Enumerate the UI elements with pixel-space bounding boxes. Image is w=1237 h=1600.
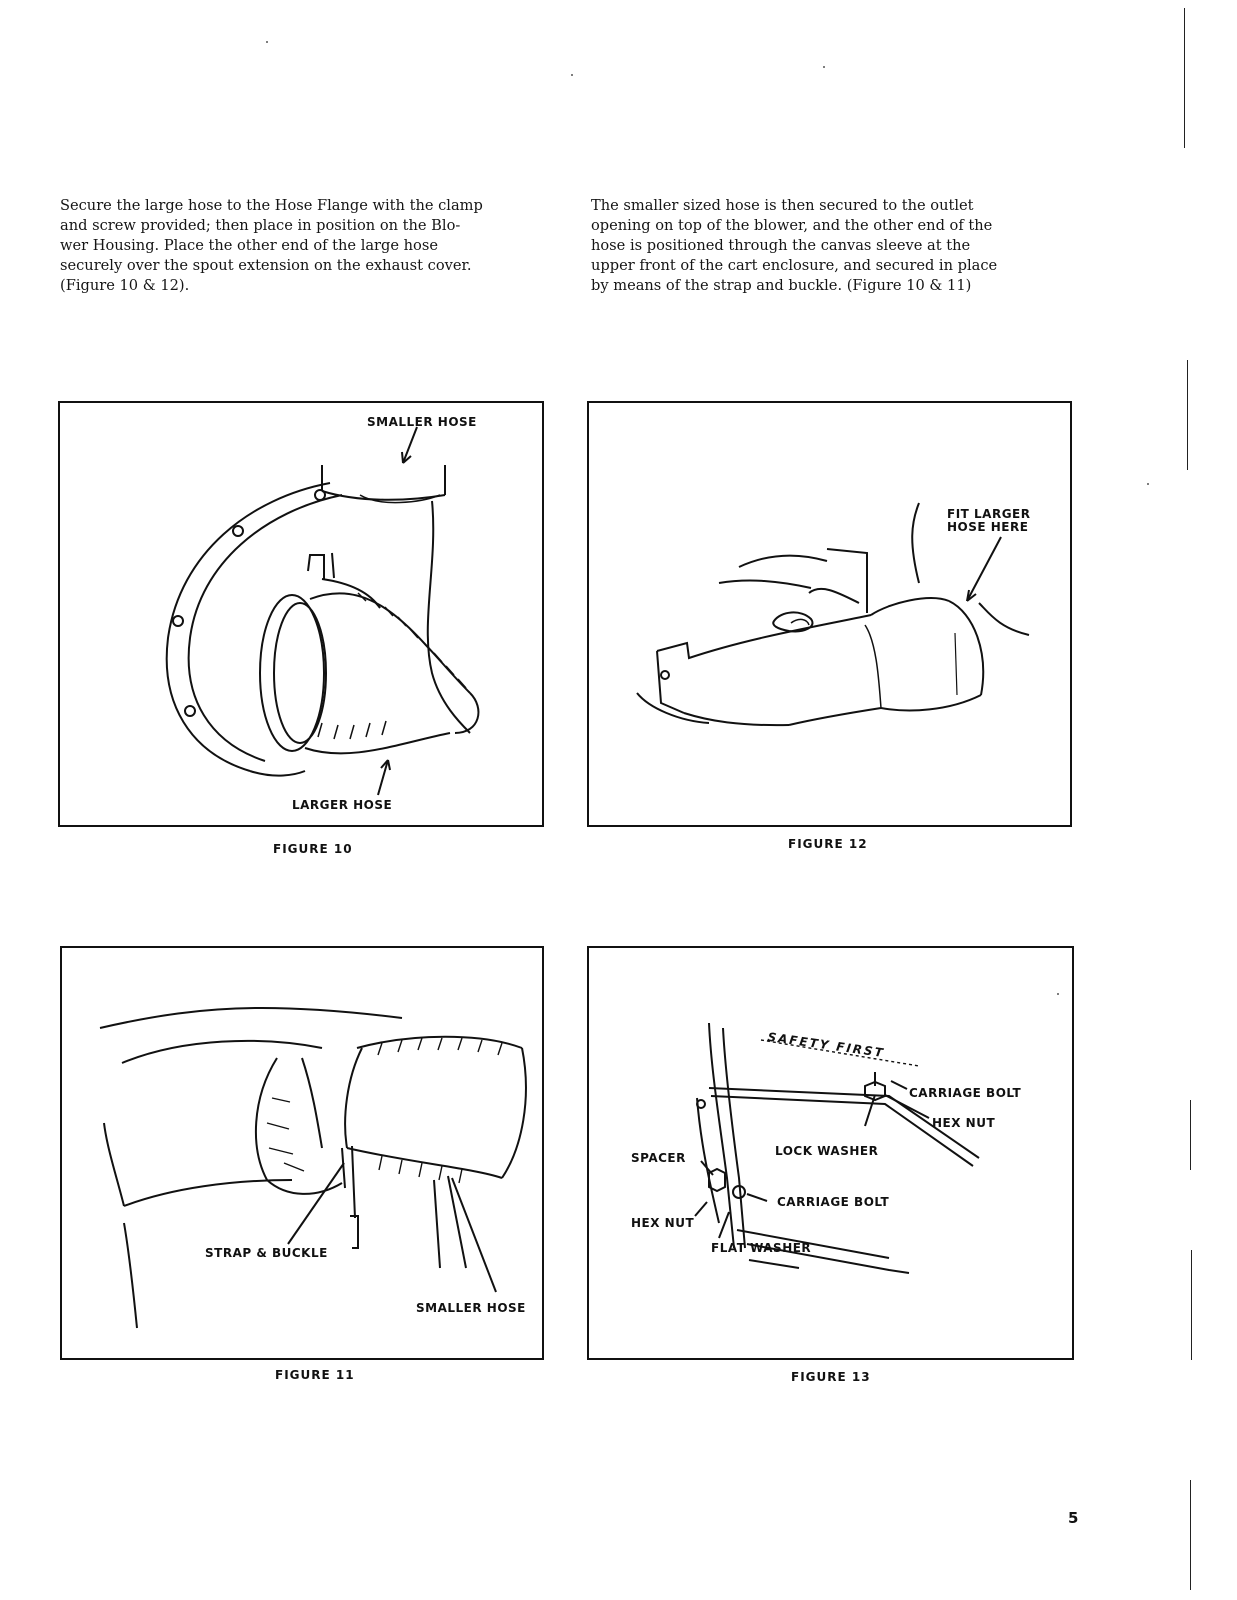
text-line: securely over the spout extension on the… [60, 257, 472, 274]
text-line: upper front of the cart enclosure, and s… [591, 257, 998, 274]
fit-larger-hose-label-line2: HOSE HERE [947, 520, 1029, 534]
bracket-hardware-illustration [694, 1022, 980, 1274]
carriage-bolt-top-label: CARRIAGE BOLT [909, 1086, 1022, 1100]
hex-nut-left-label: HEX NUT [631, 1216, 695, 1230]
strap-buckle-illustration [99, 1006, 527, 1329]
figure-12-caption: FIGURE 12 [788, 837, 868, 851]
scan-edge-line [1191, 1250, 1192, 1360]
scan-speck [571, 74, 573, 76]
figure-10-panel: SMALLER HOSE LARGER HOSE [58, 401, 544, 827]
intro-paragraph-left: Secure the large hose to the Hose Flange… [60, 196, 545, 296]
scan-edge-line [1187, 360, 1188, 470]
smaller-hose-label: SMALLER HOSE [416, 1301, 526, 1315]
figure-11-panel: STRAP & BUCKLE SMALLER HOSE [60, 946, 544, 1360]
lock-washer-label: LOCK WASHER [775, 1144, 879, 1158]
scan-edge-line [1190, 1480, 1191, 1590]
text-line: opening on top of the blower, and the ot… [591, 217, 993, 234]
blower-housing-illustration [60, 426, 480, 798]
carriage-bolt-mid-label: CARRIAGE BOLT [777, 1195, 890, 1209]
fit-larger-hose-label-line1: FIT LARGER [947, 507, 1031, 521]
scan-speck [266, 41, 268, 43]
text-line: wer Housing. Place the other end of the … [60, 237, 438, 254]
strap-buckle-label: STRAP & BUCKLE [205, 1246, 328, 1260]
figure-13-caption: FIGURE 13 [791, 1370, 871, 1384]
text-line: by means of the strap and buckle. (Figur… [591, 277, 972, 294]
figure-13-panel: SAFETY FIRST CARRIAGE BOLT HEX NUT LOCK … [587, 946, 1074, 1360]
intro-paragraph-right: The smaller sized hose is then secured t… [591, 196, 1076, 296]
text-line: hose is positioned through the canvas sl… [591, 237, 971, 254]
spacer-label: SPACER [631, 1151, 686, 1165]
exhaust-spout-illustration [636, 502, 1030, 727]
smaller-hose-label: SMALLER HOSE [367, 415, 477, 429]
text-line: and screw provided; then place in positi… [60, 217, 461, 234]
scan-edge-line [1190, 1100, 1191, 1170]
flat-washer-label: FLAT WASHER [711, 1241, 812, 1255]
figure-11-caption: FIGURE 11 [275, 1368, 355, 1382]
page-number: 5 [1068, 1509, 1079, 1527]
text-line: The smaller sized hose is then secured t… [591, 197, 974, 214]
scan-speck [1057, 993, 1059, 995]
figure-10-caption: FIGURE 10 [273, 842, 353, 856]
scan-edge-line [1184, 8, 1185, 148]
hex-nut-top-label: HEX NUT [932, 1116, 996, 1130]
figure-12-panel: FIT LARGER HOSE HERE [587, 401, 1072, 827]
text-line: Secure the large hose to the Hose Flange… [60, 197, 483, 214]
larger-hose-label: LARGER HOSE [292, 798, 393, 812]
scan-speck [1147, 483, 1149, 485]
scan-speck [823, 66, 825, 68]
text-line: (Figure 10 & 12). [60, 277, 190, 294]
